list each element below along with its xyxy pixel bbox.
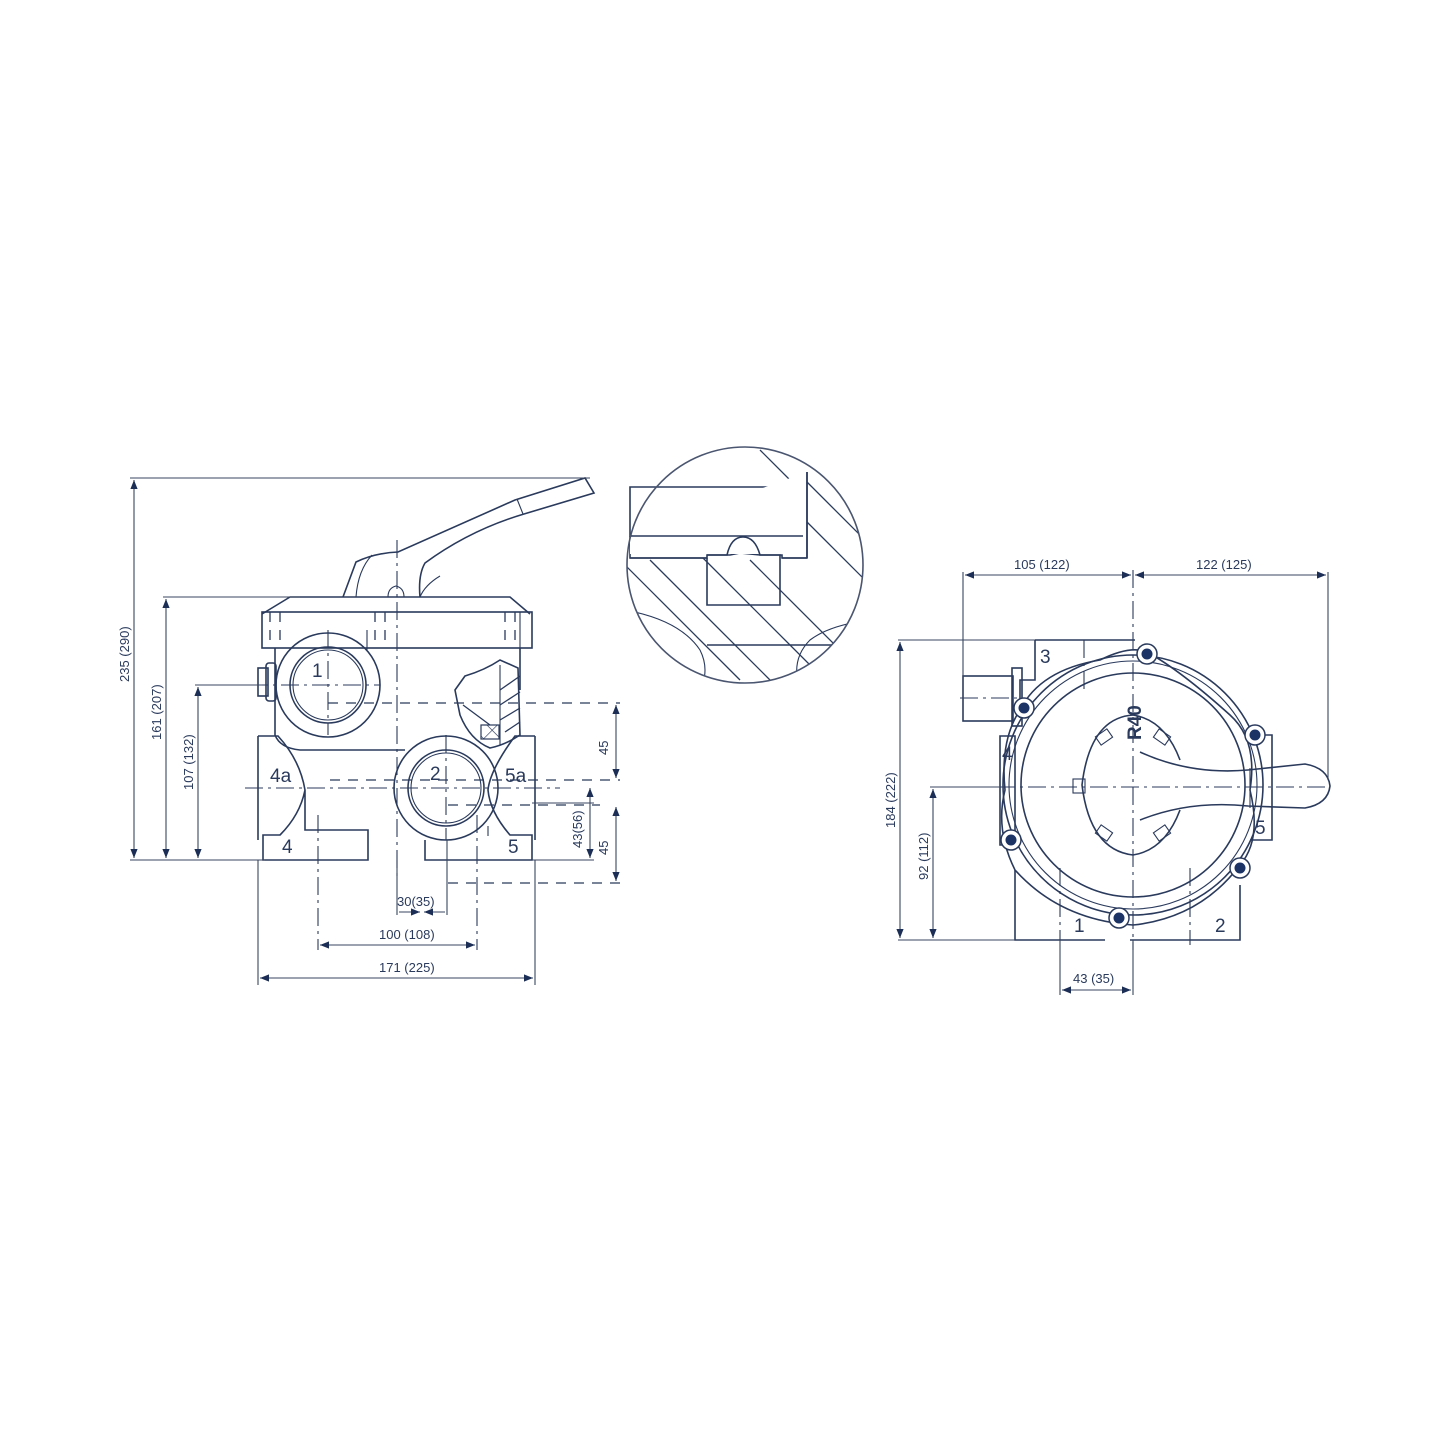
port-5a-label: 5a	[505, 766, 527, 787]
svg-text:171 (225): 171 (225)	[379, 960, 435, 975]
top-port-4-label: 4	[1002, 744, 1013, 765]
top-handle	[1139, 751, 1331, 821]
side-view: 1 2 4a 5a 4 5	[117, 477, 620, 985]
dim-center-height: 92 (112)	[916, 789, 937, 938]
top-port-1-label: 1	[1074, 916, 1085, 937]
seal-detail-view	[626, 446, 864, 684]
dim-port-gap: 30(35)	[397, 894, 445, 916]
port-4a-label: 4a	[270, 766, 292, 787]
r40-marking: R40	[1125, 705, 1146, 740]
svg-text:30(35): 30(35)	[397, 894, 435, 909]
top-port-2-label: 2	[1215, 916, 1226, 937]
svg-text:92 (112): 92 (112)	[916, 833, 931, 880]
dim-port1-height: 107 (132)	[181, 687, 202, 858]
dim-total-width: 171 (225)	[260, 960, 533, 982]
port-1: 1	[250, 630, 381, 738]
svg-text:107 (132): 107 (132)	[181, 734, 196, 790]
valve-handle	[342, 477, 596, 598]
svg-text:122 (125): 122 (125)	[1196, 557, 1252, 572]
dim-total-height: 235 (290)	[117, 480, 138, 858]
port-5-label: 5	[508, 837, 519, 858]
dim-port-height: 43(56)	[570, 788, 594, 858]
dim-port-spacing: 100 (108)	[320, 927, 475, 949]
svg-text:45: 45	[596, 841, 611, 855]
svg-text:43(56): 43(56)	[570, 810, 585, 848]
dim-left-width: 105 (122)	[965, 557, 1131, 579]
svg-text:161 (207): 161 (207)	[149, 684, 164, 740]
bolts	[1000, 643, 1266, 929]
top-view: R40 3 4 5 1 2 105 (122) 122 (125) 184 (2…	[883, 557, 1331, 995]
svg-text:100 (108): 100 (108)	[379, 927, 435, 942]
svg-text:235 (290): 235 (290)	[117, 626, 132, 682]
dim-right-width: 122 (125)	[1135, 557, 1326, 579]
top-port-5-label: 5	[1255, 818, 1266, 839]
top-port-3-label: 3	[1040, 647, 1051, 668]
dim-offset-lower: 45	[596, 807, 620, 881]
svg-text:45: 45	[596, 741, 611, 755]
dim-offset-upper: 45	[596, 705, 620, 778]
cutaway-section	[454, 659, 521, 749]
port-4-label: 4	[282, 837, 293, 858]
port-1-label: 1	[312, 661, 323, 682]
dim-top-total-height: 184 (222)	[883, 642, 904, 938]
dim-body-height: 161 (207)	[149, 599, 170, 858]
dim-port-offset: 43 (35)	[1062, 971, 1131, 994]
port-2-label: 2	[430, 764, 441, 785]
svg-text:43 (35): 43 (35)	[1073, 971, 1114, 986]
svg-text:184 (222): 184 (222)	[883, 772, 898, 828]
svg-text:105 (122): 105 (122)	[1014, 557, 1070, 572]
